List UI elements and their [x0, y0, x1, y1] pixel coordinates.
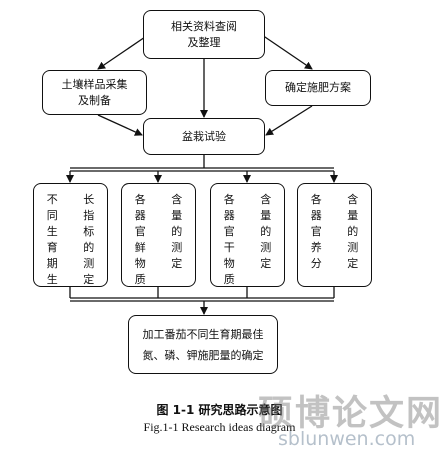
growth-col-1: 不同生育期生	[46, 193, 58, 286]
node-soil-line1: 土壤样品采集	[61, 77, 128, 91]
node-fresh-matter: 各器官鲜物质 含量的测定	[121, 183, 196, 287]
dry-col-1: 各器官干物质	[223, 193, 235, 286]
figure-caption-zh: 图 1-1 研究思路示意图	[156, 403, 283, 417]
node-pot-line1: 盆栽试验	[182, 129, 226, 143]
fresh-col-1: 各器官鲜物质	[134, 193, 146, 286]
node-literature-line1: 相关资料查阅	[171, 19, 237, 33]
nutrient-col-2: 含量的测定	[347, 193, 359, 270]
arrow-sampling-to-pot	[97, 114, 143, 136]
dry-col-2: 含量的测定	[260, 193, 272, 270]
node-plan-line1: 确定施肥方案	[285, 81, 351, 94]
watermark-text: 硕博论文网	[258, 393, 439, 434]
node-conclusion: 加工番茄不同生育期最佳 氮、磷、钾施肥量的确定	[128, 315, 278, 374]
node-soil-line2: 及制备	[78, 93, 111, 107]
fresh-col-2: 含量的测定	[171, 193, 183, 270]
node-dry-matter: 各器官干物质 含量的测定	[210, 183, 285, 287]
nutrient-col-1: 各器官养分	[310, 193, 322, 270]
node-growth-index: 不同生育期生 长指标的测定	[33, 183, 108, 287]
node-conclusion-line1: 加工番茄不同生育期最佳	[142, 327, 264, 341]
node-nutrient: 各器官养分 含量的测定	[297, 183, 372, 287]
watermark-url: sblunwen.com	[278, 428, 416, 450]
node-pot-experiment: 盆栽试验	[143, 118, 265, 155]
node-literature-line2: 及整理	[187, 35, 221, 49]
growth-col-2: 长指标的测定	[83, 193, 95, 286]
arrow-literature-to-plan	[261, 34, 313, 70]
node-conclusion-line2: 氮、磷、钾施肥量的确定	[142, 348, 264, 362]
node-fertilizer-plan: 确定施肥方案	[265, 70, 371, 106]
arrow-literature-to-sampling	[97, 34, 149, 70]
figure-caption-en: Fig.1-1 Research ideas diagram	[143, 420, 296, 434]
node-literature-review: 相关资料查阅 及整理	[143, 10, 265, 59]
arrow-plan-to-pot	[265, 105, 313, 136]
node-soil-sampling: 土壤样品采集 及制备	[42, 70, 147, 115]
